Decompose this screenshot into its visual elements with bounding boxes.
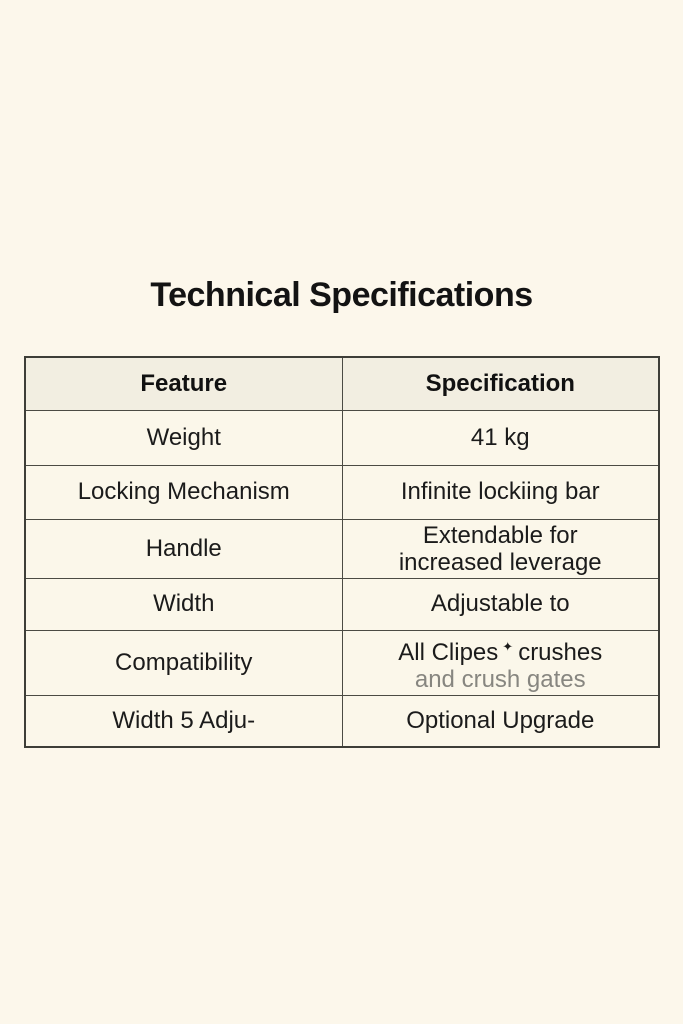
- table-row-locking-mechanism: Locking Mechanism Infinite lockiing bar: [24, 464, 660, 520]
- column-header-feature: Feature: [24, 356, 343, 411]
- spec-text: crushes: [518, 638, 603, 666]
- table-row-width-adjust: Width 5 Adju- Optional Upgrade: [24, 694, 660, 748]
- spec-text: Extendable for increased leverage: [398, 521, 602, 576]
- table-row-compatibility: Compatibility All Clipes✦crushes and cru…: [24, 629, 660, 696]
- spec-line-primary: All Clipes✦crushes: [349, 633, 653, 666]
- feature-cell: Weight: [24, 409, 343, 466]
- table-row-weight: Weight 41 kg: [24, 409, 660, 466]
- table-row-handle: Handle Extendable for increased leverage: [24, 518, 660, 579]
- table-row-width: Width Adjustable to: [24, 577, 660, 631]
- page-title: Technical Specifications: [150, 276, 533, 314]
- spec-cell: Extendable for increased leverage: [341, 518, 660, 579]
- specifications-table: Feature Specification Weight 41 kg Locki…: [24, 356, 660, 748]
- feature-cell: Locking Mechanism: [24, 464, 343, 520]
- feature-cell: Width 5 Adju-: [24, 694, 343, 748]
- spec-cell: Infinite lockiing bar: [341, 464, 660, 520]
- spec-cell: 41 kg: [341, 409, 660, 466]
- feature-cell: Handle: [24, 518, 343, 579]
- diamond-icon: ✦: [502, 638, 514, 654]
- feature-cell: Compatibility: [24, 629, 343, 696]
- column-header-specification: Specification: [341, 356, 660, 411]
- spec-cell: Optional Upgrade: [341, 694, 660, 748]
- spec-cell: All Clipes✦crushes and crush gates: [341, 629, 660, 696]
- table-header-row: Feature Specification: [24, 356, 660, 411]
- spec-text: All Clipes: [398, 638, 499, 666]
- feature-cell: Width: [24, 577, 343, 631]
- spec-cell: Adjustable to: [341, 577, 660, 631]
- spec-line-secondary: and crush gates: [414, 665, 586, 693]
